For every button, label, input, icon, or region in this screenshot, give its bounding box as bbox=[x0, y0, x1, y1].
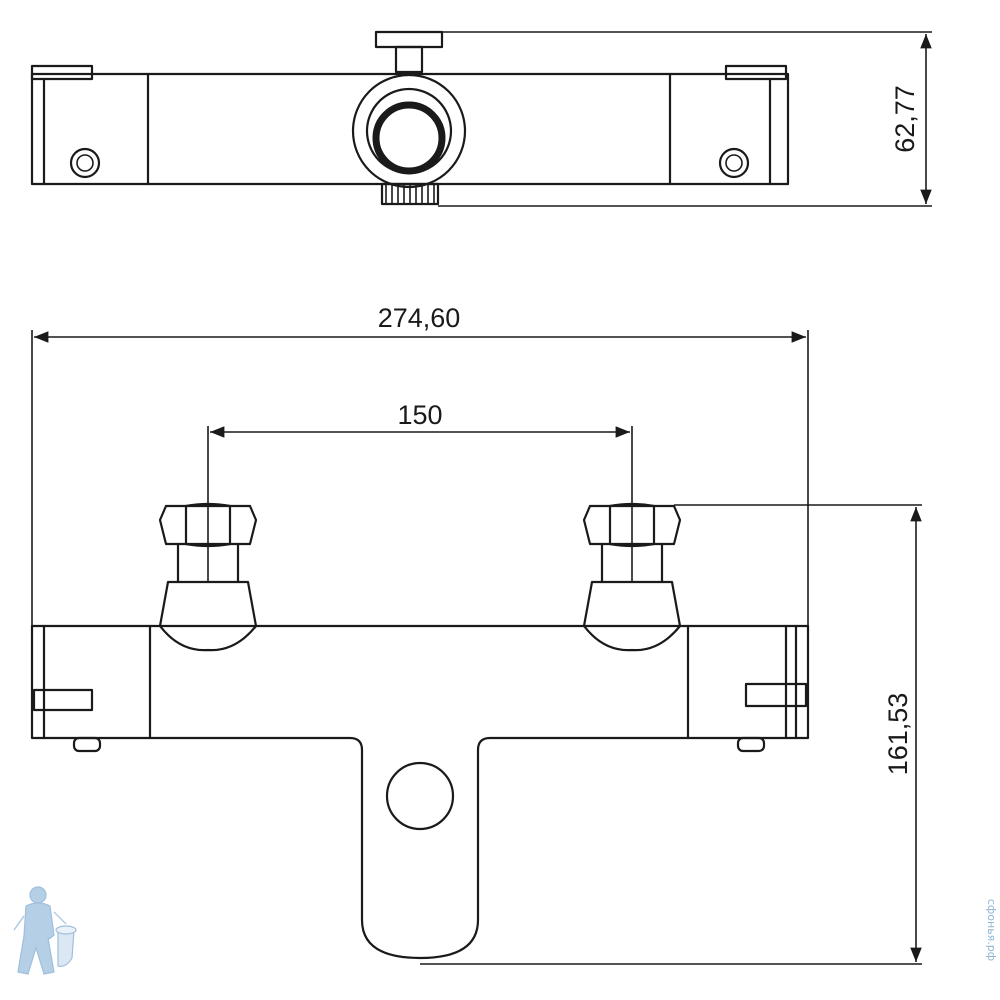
front-view-body bbox=[30, 624, 810, 960]
front-view-right-foot bbox=[736, 736, 766, 753]
top-view-left-handle bbox=[30, 64, 94, 186]
dimension-height-top: 62,77 bbox=[438, 31, 932, 207]
front-view-left-foot bbox=[72, 736, 102, 753]
top-view-right-handle bbox=[724, 64, 788, 186]
watermark-site-text: сфонья.рф bbox=[985, 899, 998, 961]
top-view-outlet bbox=[351, 30, 467, 206]
dimension-overall-width-label: 274,60 bbox=[378, 303, 461, 333]
top-view: 62,77 bbox=[30, 30, 932, 207]
dimension-height-top-label: 62,77 bbox=[890, 85, 920, 153]
dimension-inlet-spacing-label: 150 bbox=[397, 400, 442, 430]
dimension-overall-height: 161,53 bbox=[420, 504, 922, 965]
front-view-outlet-circle bbox=[385, 761, 455, 831]
front-view: 274,60 150 161,53 bbox=[30, 303, 922, 965]
dimension-overall-height-label: 161,53 bbox=[883, 693, 913, 776]
front-view-left-handle bbox=[32, 688, 94, 712]
top-view-right-knob bbox=[718, 147, 750, 179]
front-view-right-handle bbox=[744, 682, 808, 708]
dimension-inlet-spacing: 150 bbox=[207, 400, 633, 582]
top-view-left-knob bbox=[69, 147, 101, 179]
plumber-logo-icon bbox=[13, 886, 77, 975]
dimension-overall-width: 274,60 bbox=[31, 303, 809, 626]
